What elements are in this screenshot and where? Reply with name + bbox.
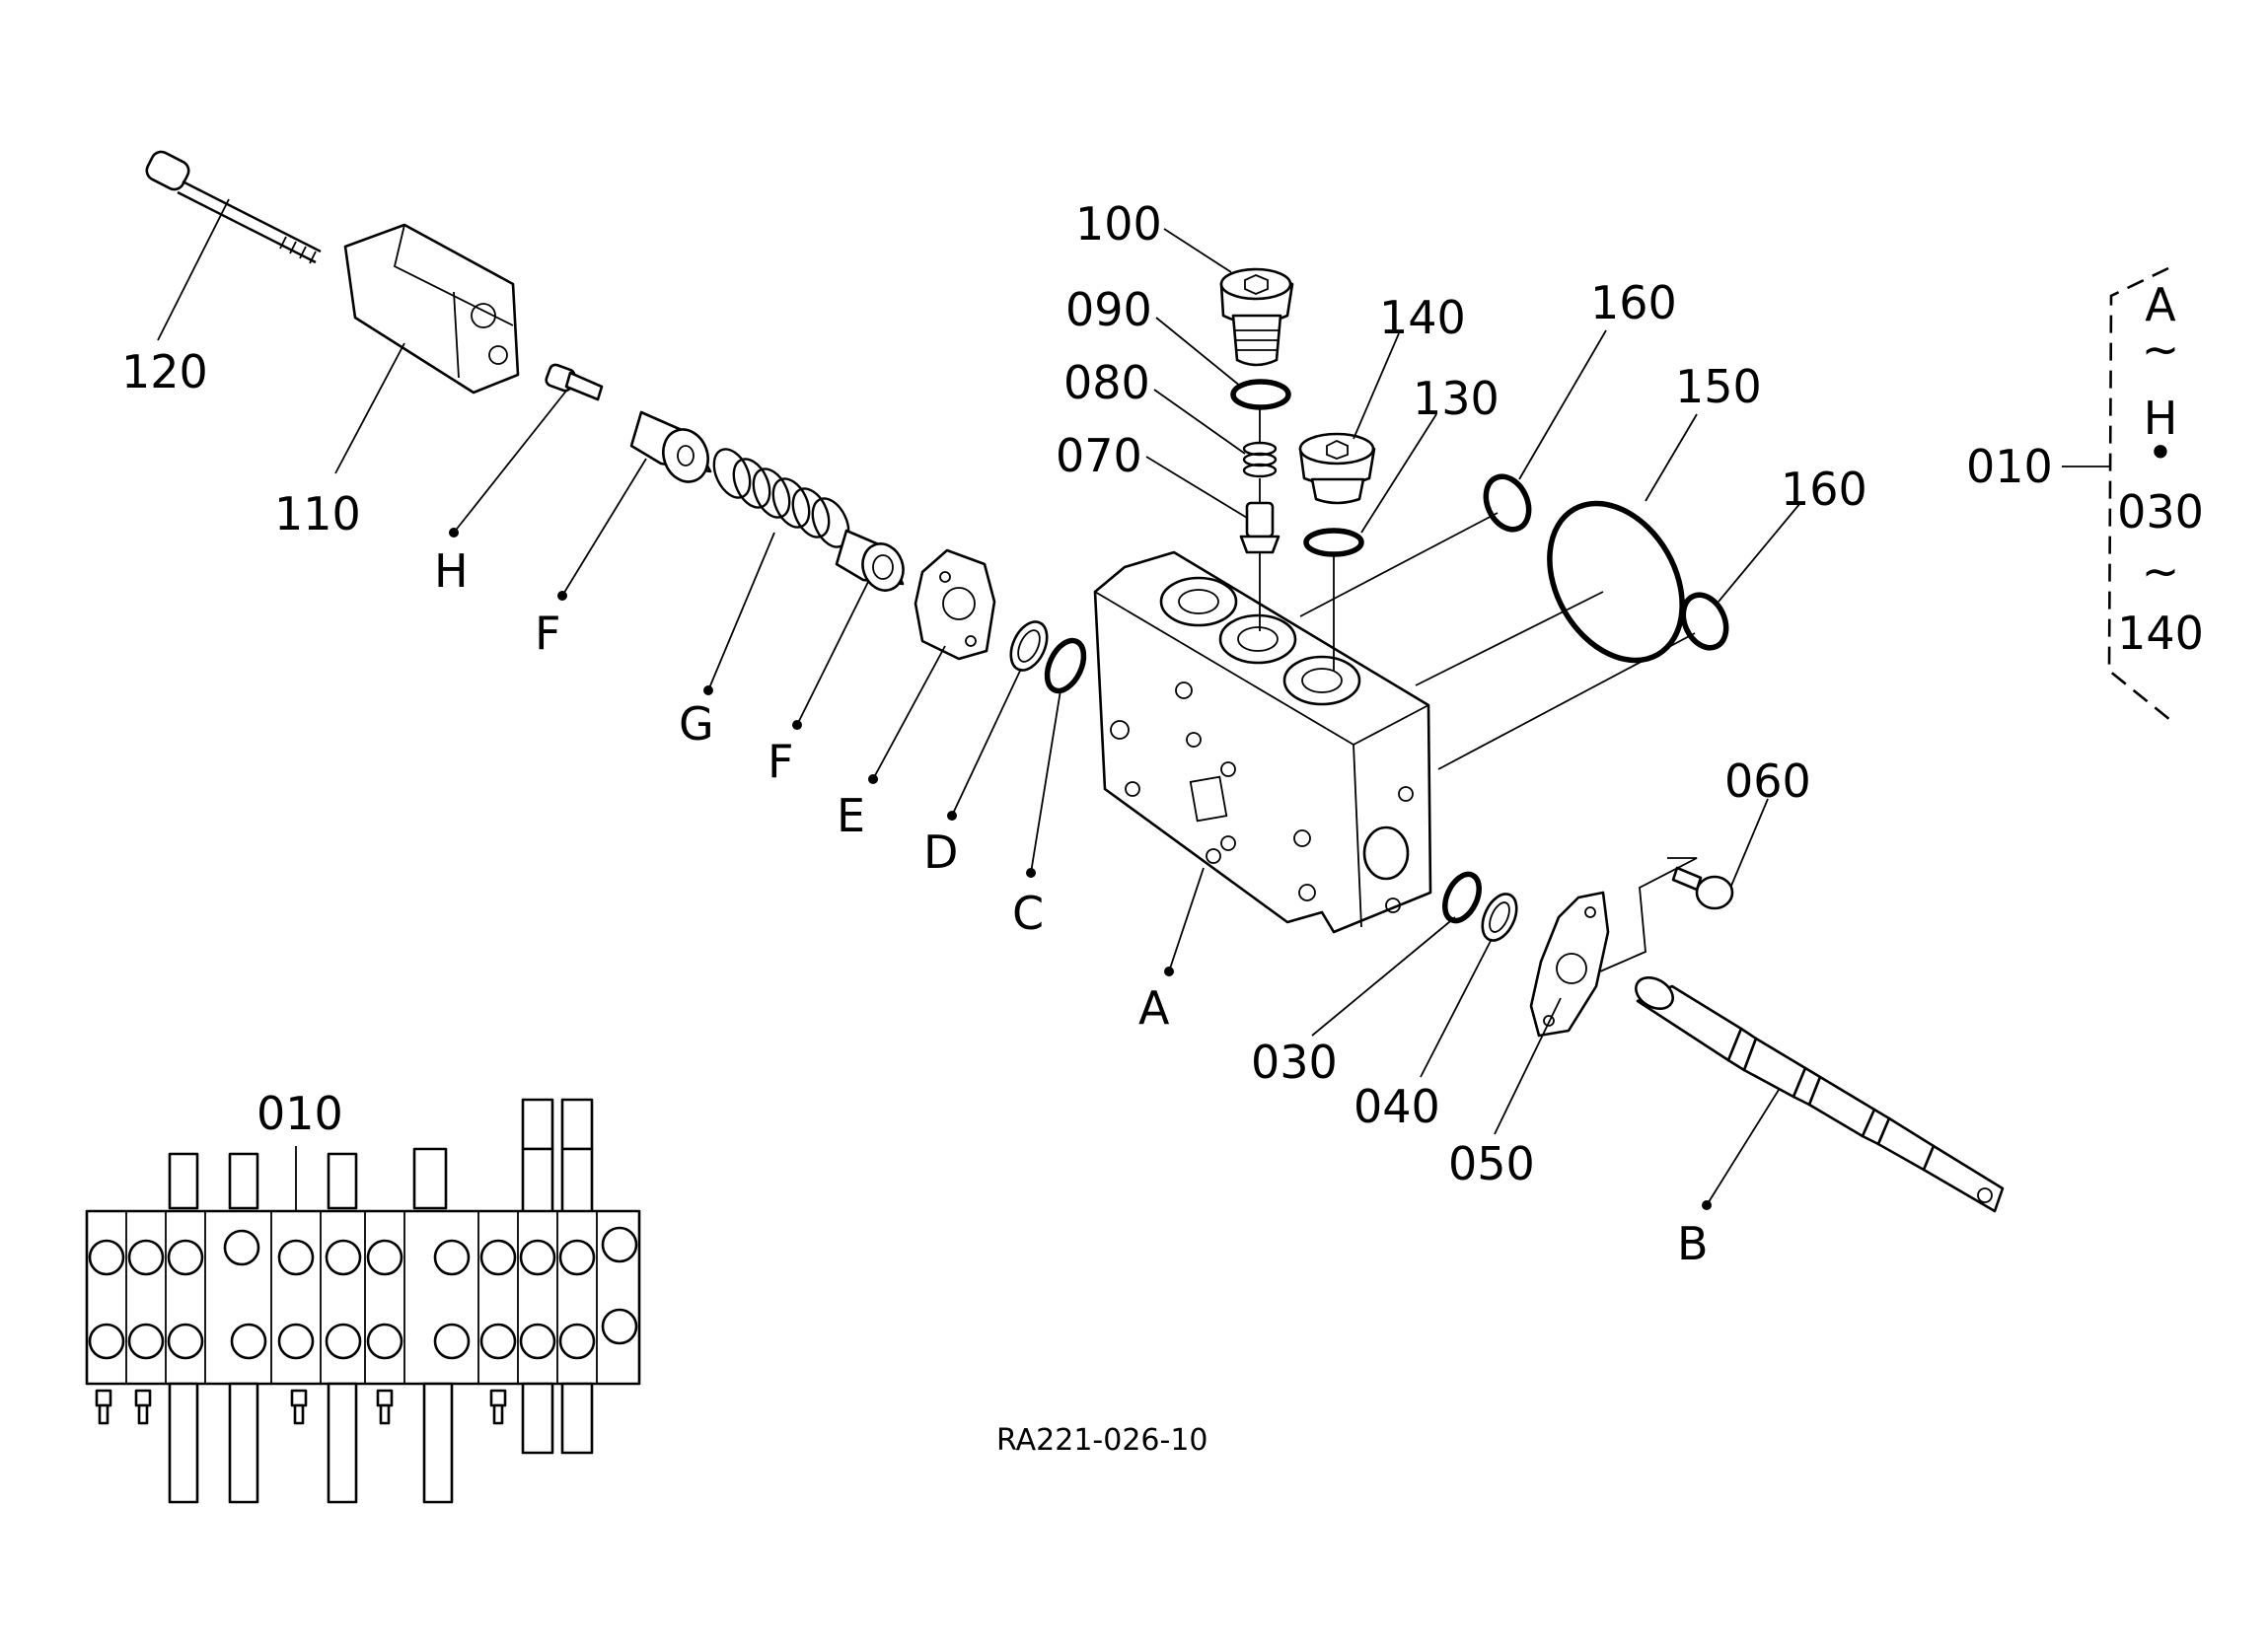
dot-D (947, 811, 957, 821)
letter-H[interactable]: H (434, 544, 469, 598)
legend-from2: 030 (2117, 485, 2204, 538)
dot-G (703, 685, 713, 695)
part-110-block[interactable] (343, 223, 520, 395)
part-H-screw[interactable] (545, 363, 604, 401)
letter-C[interactable]: C (1012, 887, 1044, 940)
part-130-oring[interactable] (1303, 528, 1364, 557)
dot-E (868, 774, 878, 784)
callout-030[interactable]: 030 (1251, 1036, 1338, 1089)
dot-F1 (557, 591, 567, 601)
part-160-oring-lower[interactable] (1675, 588, 1734, 655)
legend-dot: • (2147, 426, 2173, 479)
callout-010-legend[interactable]: 010 (1966, 440, 2053, 493)
part-080-spring[interactable] (1242, 441, 1278, 478)
part-120-bolt[interactable] (143, 149, 322, 264)
legend-sep2: ~ (2142, 544, 2180, 598)
callout-160-upper[interactable]: 160 (1590, 276, 1677, 329)
part-050-plate[interactable] (1529, 891, 1610, 1038)
callout-070[interactable]: 070 (1056, 429, 1142, 482)
callout-160-lower[interactable]: 160 (1781, 463, 1867, 516)
letter-D[interactable]: D (923, 826, 958, 879)
callout-110[interactable]: 110 (274, 487, 361, 540)
assembly-overview (85, 1098, 641, 1504)
part-F1-sleeve[interactable] (629, 410, 715, 488)
part-E-plate[interactable] (914, 548, 996, 661)
letter-B[interactable]: B (1677, 1217, 1709, 1270)
callout-060[interactable]: 060 (1724, 754, 1811, 808)
letter-G[interactable]: G (679, 697, 714, 751)
part-150-large-oring[interactable] (1523, 479, 1710, 683)
drawing-code: RA221-026-10 (996, 1423, 1208, 1458)
part-D-ring[interactable] (1004, 616, 1055, 677)
dot-F2 (792, 720, 802, 730)
part-160-oring-upper[interactable] (1478, 469, 1537, 537)
part-F2-sleeve[interactable] (835, 529, 910, 596)
callout-140[interactable]: 140 (1379, 291, 1466, 344)
callout-130[interactable]: 130 (1413, 372, 1500, 425)
callout-150[interactable]: 150 (1675, 360, 1762, 413)
callout-100[interactable]: 100 (1075, 197, 1162, 251)
callout-050[interactable]: 050 (1448, 1137, 1535, 1190)
legend-to: H (2144, 392, 2178, 445)
letter-F2[interactable]: F (768, 735, 793, 788)
dot-C (1026, 868, 1036, 878)
callout-010-assembly[interactable]: 010 (256, 1087, 343, 1140)
part-090-oring[interactable] (1230, 379, 1291, 410)
legend-from: A (2145, 278, 2176, 331)
dot-H (449, 528, 459, 538)
part-070-poppet[interactable] (1239, 501, 1280, 554)
dot-A (1164, 967, 1174, 976)
letter-A[interactable]: A (1138, 981, 1170, 1035)
part-140-plug[interactable] (1298, 432, 1376, 505)
callout-120[interactable]: 120 (121, 345, 208, 398)
dot-B (1702, 1200, 1712, 1210)
group-legend (2062, 266, 2171, 722)
part-C-oring[interactable] (1040, 635, 1091, 696)
callout-080[interactable]: 080 (1063, 356, 1150, 409)
part-100-plug[interactable] (1219, 267, 1294, 367)
legend-sep1: ~ (2142, 323, 2180, 376)
callout-040[interactable]: 040 (1353, 1080, 1440, 1133)
legend-to2: 140 (2117, 607, 2204, 660)
letter-F1[interactable]: F (535, 607, 560, 660)
part-A-valve-body[interactable] (1093, 550, 1432, 934)
letter-E[interactable]: E (837, 789, 865, 842)
part-B-spool[interactable] (1631, 971, 2005, 1213)
part-G-spring[interactable] (707, 444, 856, 553)
part-040-ring[interactable] (1476, 889, 1523, 946)
callout-090[interactable]: 090 (1065, 283, 1152, 336)
part-060-screw[interactable] (1671, 866, 1734, 910)
part-030-oring[interactable] (1438, 869, 1486, 926)
